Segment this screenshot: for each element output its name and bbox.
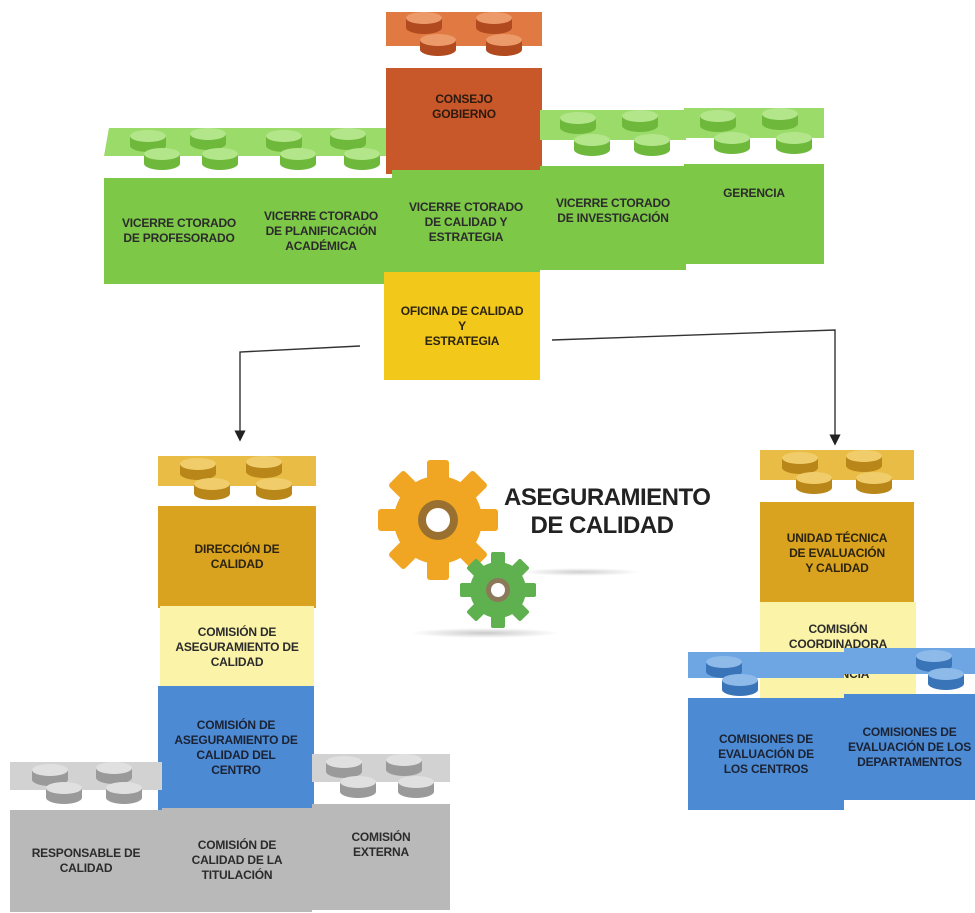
label-comision-aseguramiento: COMISIÓN DE ASEGURAMIENTO DE CALIDAD xyxy=(175,624,299,669)
brick-comision-aseguramiento: COMISIÓN DE ASEGURAMIENTO DE CALIDAD xyxy=(160,606,314,688)
brick-calidad-estrategia: VICERRE CTORADO DE CALIDAD Y ESTRATEGIA xyxy=(392,170,540,274)
label-gerencia: GERENCIA xyxy=(723,186,785,200)
brick-investigacion: VICERRE CTORADO DE INVESTIGACIÓN xyxy=(540,110,686,270)
label-vicerrectorado-investigacion: VICERRE CTORADO DE INVESTIGACIÓN xyxy=(555,196,671,225)
label-consejo-gobierno: CONSEJO GOBIERNO xyxy=(432,92,496,121)
label-comision-titulacion: COMISIÓN DE CALIDAD DE LA TITULACIÓN xyxy=(191,837,283,882)
shadow-right xyxy=(520,568,640,576)
label-vicerrectorado-planificacion: VICERRE CTORADO DE PLANIFICACIÓN ACADÉMI… xyxy=(263,208,379,253)
brick-comision-centro: COMISIÓN DE ASEGURAMIENTO DE CALIDAD DEL… xyxy=(158,686,314,810)
brick-comision-externa: COMISIÓN EXTERNA xyxy=(312,754,450,910)
brick-comisiones-departamentos: COMISIONES DE EVALUACIÓN DE LOS DEPARTAM… xyxy=(844,648,975,800)
brick-gerencia: GERENCIA xyxy=(684,108,824,264)
label-unidad-tecnica: UNIDAD TÉCNICA DE EVALUACIÓN Y CALIDAD xyxy=(786,530,888,575)
label-oficina-calidad: OFICINA DE CALIDAD Y ESTRATEGIA xyxy=(400,303,524,348)
aseguramiento-title: ASEGURAMIENTO DE CALIDAD xyxy=(504,484,711,539)
brick-consejo-gobierno: CONSEJO GOBIERNO xyxy=(386,12,542,174)
label-responsable-calidad: RESPONSABLE DE CALIDAD xyxy=(31,846,141,875)
green-gear-icon xyxy=(460,552,536,628)
gears-shadow xyxy=(410,628,560,638)
orange-gear-icon xyxy=(378,460,498,580)
brick-comision-titulacion: COMISIÓN DE CALIDAD DE LA TITULACIÓN xyxy=(162,808,312,912)
brick-direccion-calidad: DIRECCIÓN DE CALIDAD xyxy=(158,456,316,608)
label-vicerrectorado-calidad-estrategia: VICERRE CTORADO DE CALIDAD Y ESTRATEGIA xyxy=(408,199,524,244)
gears-graphic xyxy=(378,460,536,628)
label-direccion-calidad: DIRECCIÓN DE CALIDAD xyxy=(194,542,280,571)
brick-unidad-tecnica: UNIDAD TÉCNICA DE EVALUACIÓN Y CALIDAD xyxy=(760,450,914,604)
brick-oficina-calidad: OFICINA DE CALIDAD Y ESTRATEGIA xyxy=(384,272,540,380)
brick-comisiones-centros: COMISIONES DE EVALUACIÓN DE LOS CENTROS xyxy=(688,652,844,810)
label-comisiones-departamentos: COMISIONES DE EVALUACIÓN DE LOS DEPARTAM… xyxy=(847,724,972,769)
label-comision-centro: COMISIÓN DE ASEGURAMIENTO DE CALIDAD DEL… xyxy=(174,718,298,777)
brick-planificacion: VICERRE CTORADO DE PLANIFICACIÓN ACADÉMI… xyxy=(246,128,396,284)
arrow-to-right-stack xyxy=(551,329,841,446)
label-comisiones-centros: COMISIONES DE EVALUACIÓN DE LOS CENTROS xyxy=(718,731,814,776)
brick-profesorado: VICERRE CTORADO DE PROFESORADO xyxy=(104,128,259,284)
label-comision-externa: COMISIÓN EXTERNA xyxy=(351,830,411,859)
arrow-to-left-stack xyxy=(234,345,361,442)
label-vicerrectorado-profesorado: VICERRE CTORADO DE PROFESORADO xyxy=(121,216,237,245)
brick-responsable-calidad: RESPONSABLE DE CALIDAD xyxy=(10,762,162,912)
